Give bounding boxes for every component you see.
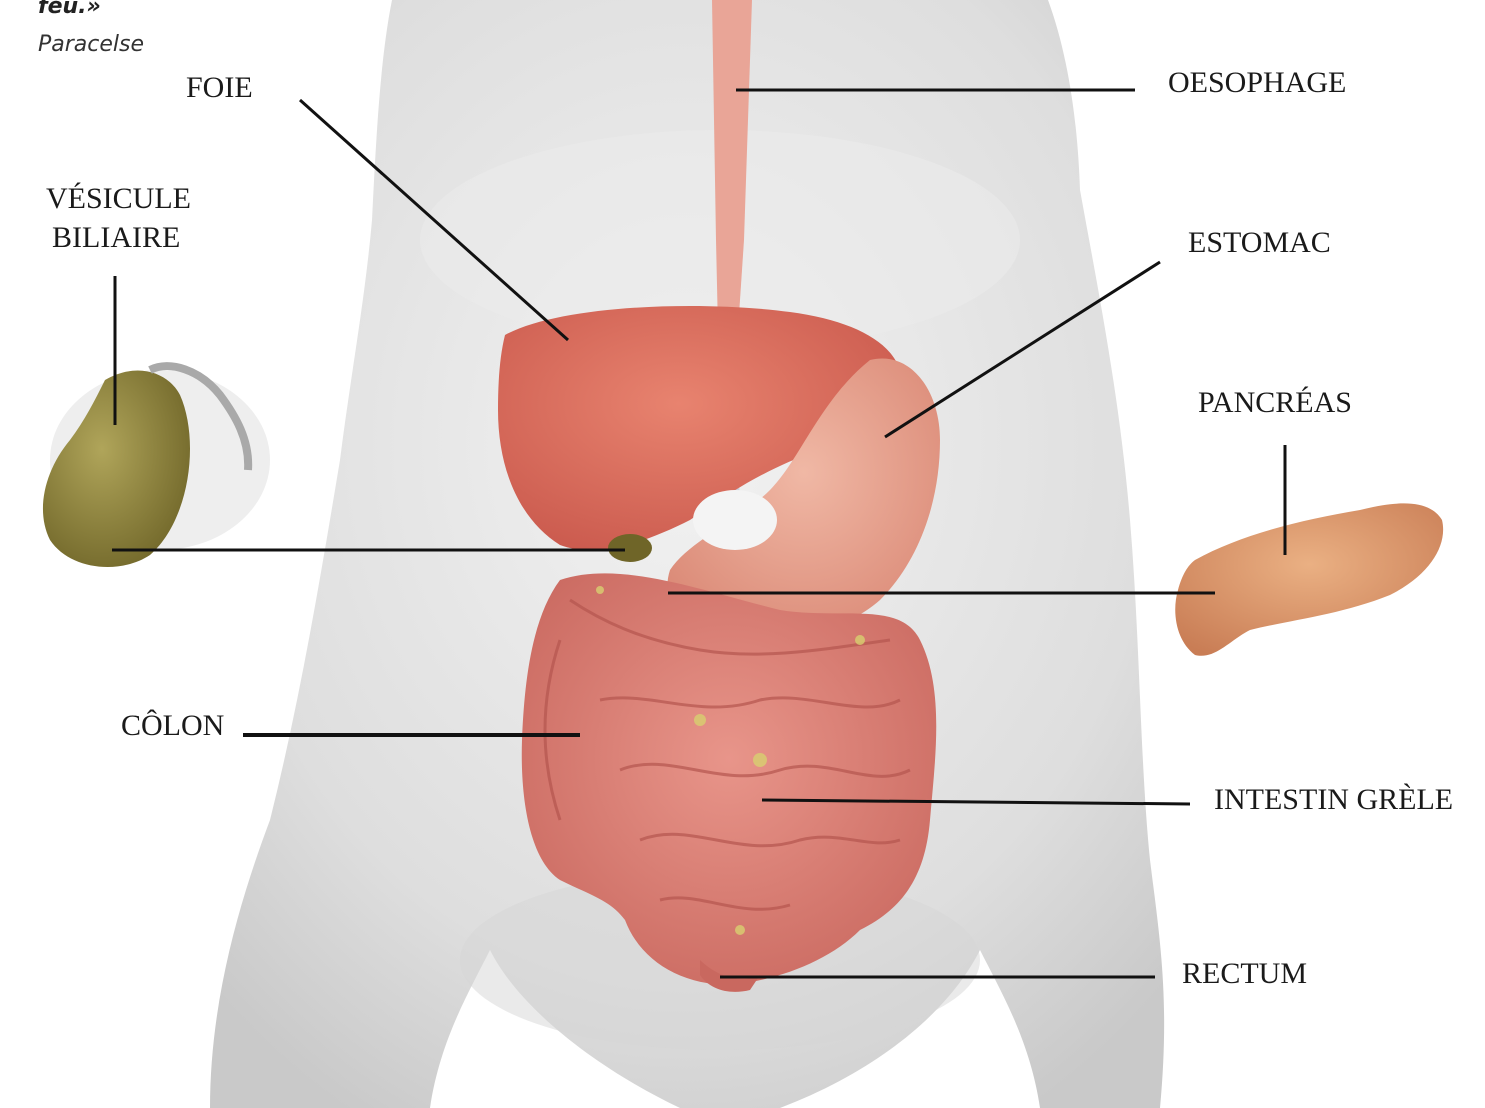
label-pancreas: PANCRÉAS — [1198, 384, 1352, 422]
label-colon: CÔLON — [121, 707, 224, 745]
quote-author: Paracelse — [38, 32, 144, 57]
stomach-inner — [693, 490, 777, 550]
label-intestin: INTESTIN GRÈLE — [1214, 781, 1453, 819]
label-vesicule-line1: VÉSICULE — [46, 180, 191, 218]
label-foie: FOIE — [186, 69, 253, 107]
label-oesophage: OESOPHAGE — [1168, 64, 1346, 102]
label-rectum: RECTUM — [1182, 955, 1307, 993]
gallbladder-small — [608, 534, 652, 562]
pancreas-detail — [1175, 503, 1443, 655]
quote-line: feu.» — [38, 0, 101, 19]
label-vesicule-line2: BILIAIRE — [52, 219, 180, 257]
label-estomac: ESTOMAC — [1188, 224, 1331, 262]
